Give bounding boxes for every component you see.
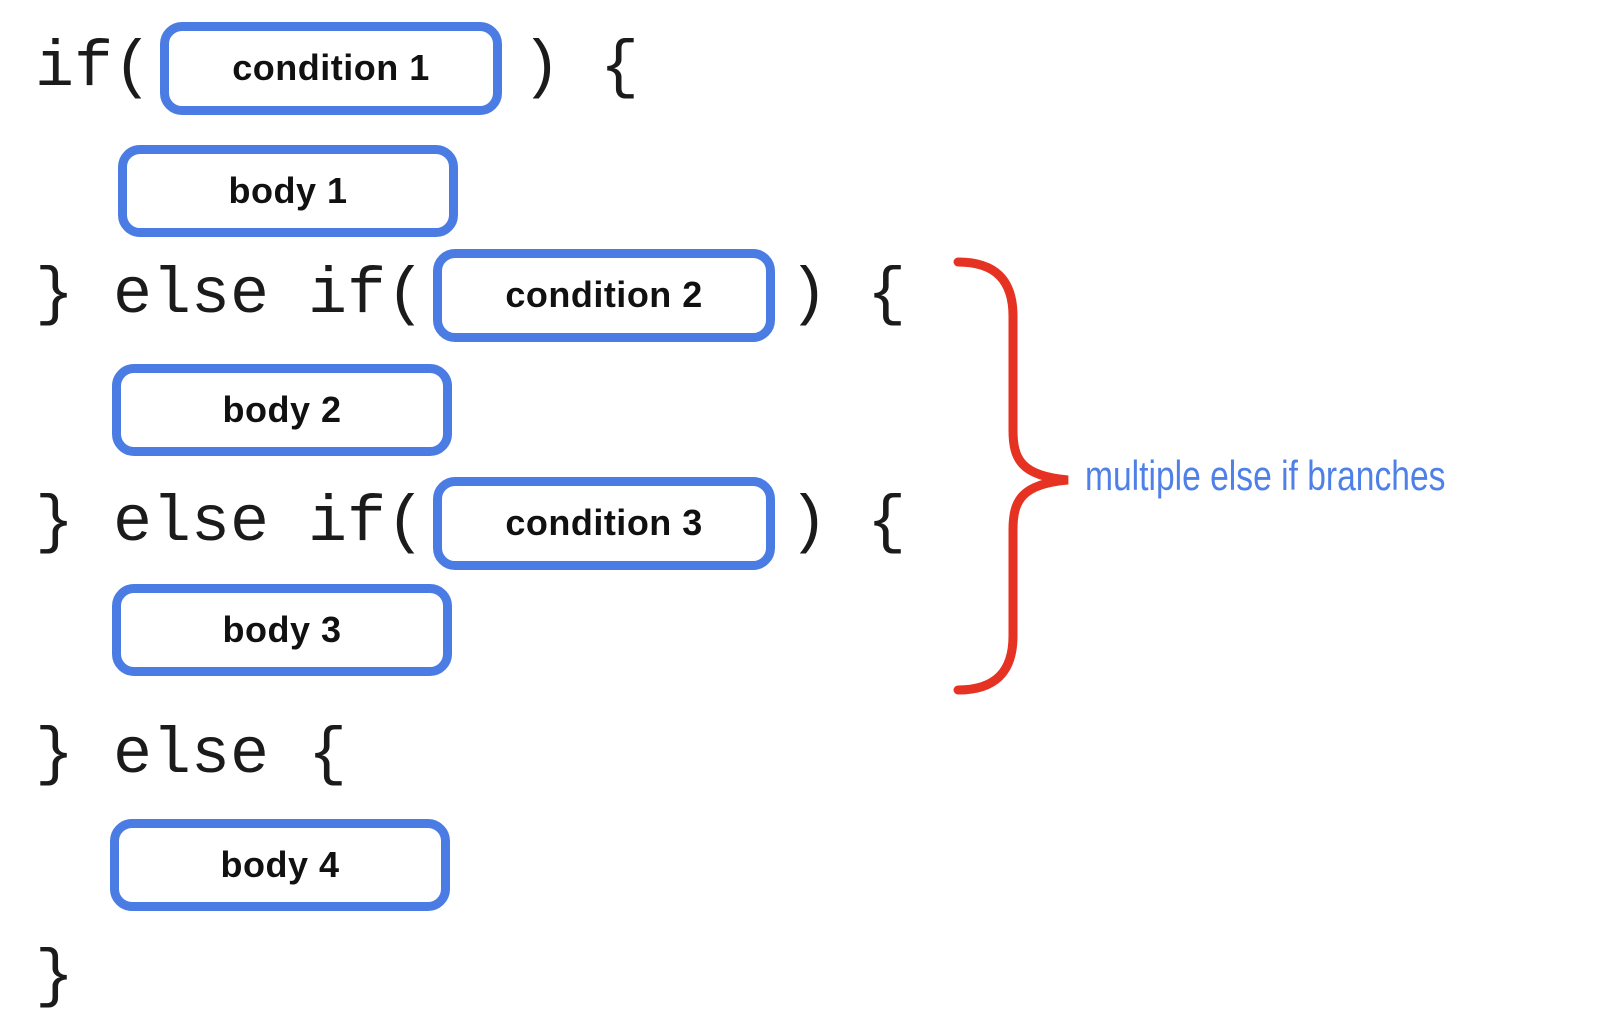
body-1-row: body 1 bbox=[118, 144, 458, 238]
body-3-row: body 3 bbox=[112, 583, 452, 677]
body-2-box: body 2 bbox=[112, 364, 452, 456]
body-4-box: body 4 bbox=[110, 819, 450, 911]
code-line-else: } else { bbox=[35, 708, 347, 802]
condition-2-label: condition 2 bbox=[505, 274, 703, 315]
code-elseif2-open: } else if( bbox=[35, 258, 426, 332]
red-curly-brace bbox=[953, 257, 1069, 695]
code-line-if: if( condition 1 ) { bbox=[35, 21, 639, 115]
body-3-label: body 3 bbox=[222, 609, 342, 650]
body-2-label: body 2 bbox=[222, 389, 342, 430]
code-elseif2-close: ) { bbox=[789, 258, 907, 332]
code-line-elseif-3: } else if( condition 3 ) { bbox=[35, 476, 906, 570]
body-2-row: body 2 bbox=[112, 363, 452, 457]
code-else: } else { bbox=[35, 718, 348, 792]
condition-1-box: condition 1 bbox=[160, 21, 503, 115]
condition-3-box: condition 3 bbox=[433, 476, 776, 570]
code-if-open: if( bbox=[35, 31, 153, 105]
curly-brace-path bbox=[953, 257, 1069, 695]
code-elseif3-open: } else if( bbox=[35, 486, 426, 560]
condition-1-label: condition 1 bbox=[232, 47, 430, 88]
condition-3-label: condition 3 bbox=[505, 502, 703, 543]
code-elseif3-close: ) { bbox=[789, 486, 907, 560]
condition-2-box: condition 2 bbox=[433, 248, 776, 342]
annotation-label: multiple else if branches bbox=[1085, 452, 1446, 499]
body-3-box: body 3 bbox=[112, 584, 452, 676]
body-4-label: body 4 bbox=[220, 844, 340, 885]
body-4-row: body 4 bbox=[110, 818, 450, 912]
code-closing-brace: } bbox=[35, 940, 75, 1014]
body-1-box: body 1 bbox=[118, 145, 458, 237]
code-line-elseif-2: } else if( condition 2 ) { bbox=[35, 248, 906, 342]
code-if-close: ) { bbox=[522, 31, 640, 105]
body-1-label: body 1 bbox=[228, 170, 348, 211]
code-line-closing-brace: } bbox=[35, 930, 74, 1024]
